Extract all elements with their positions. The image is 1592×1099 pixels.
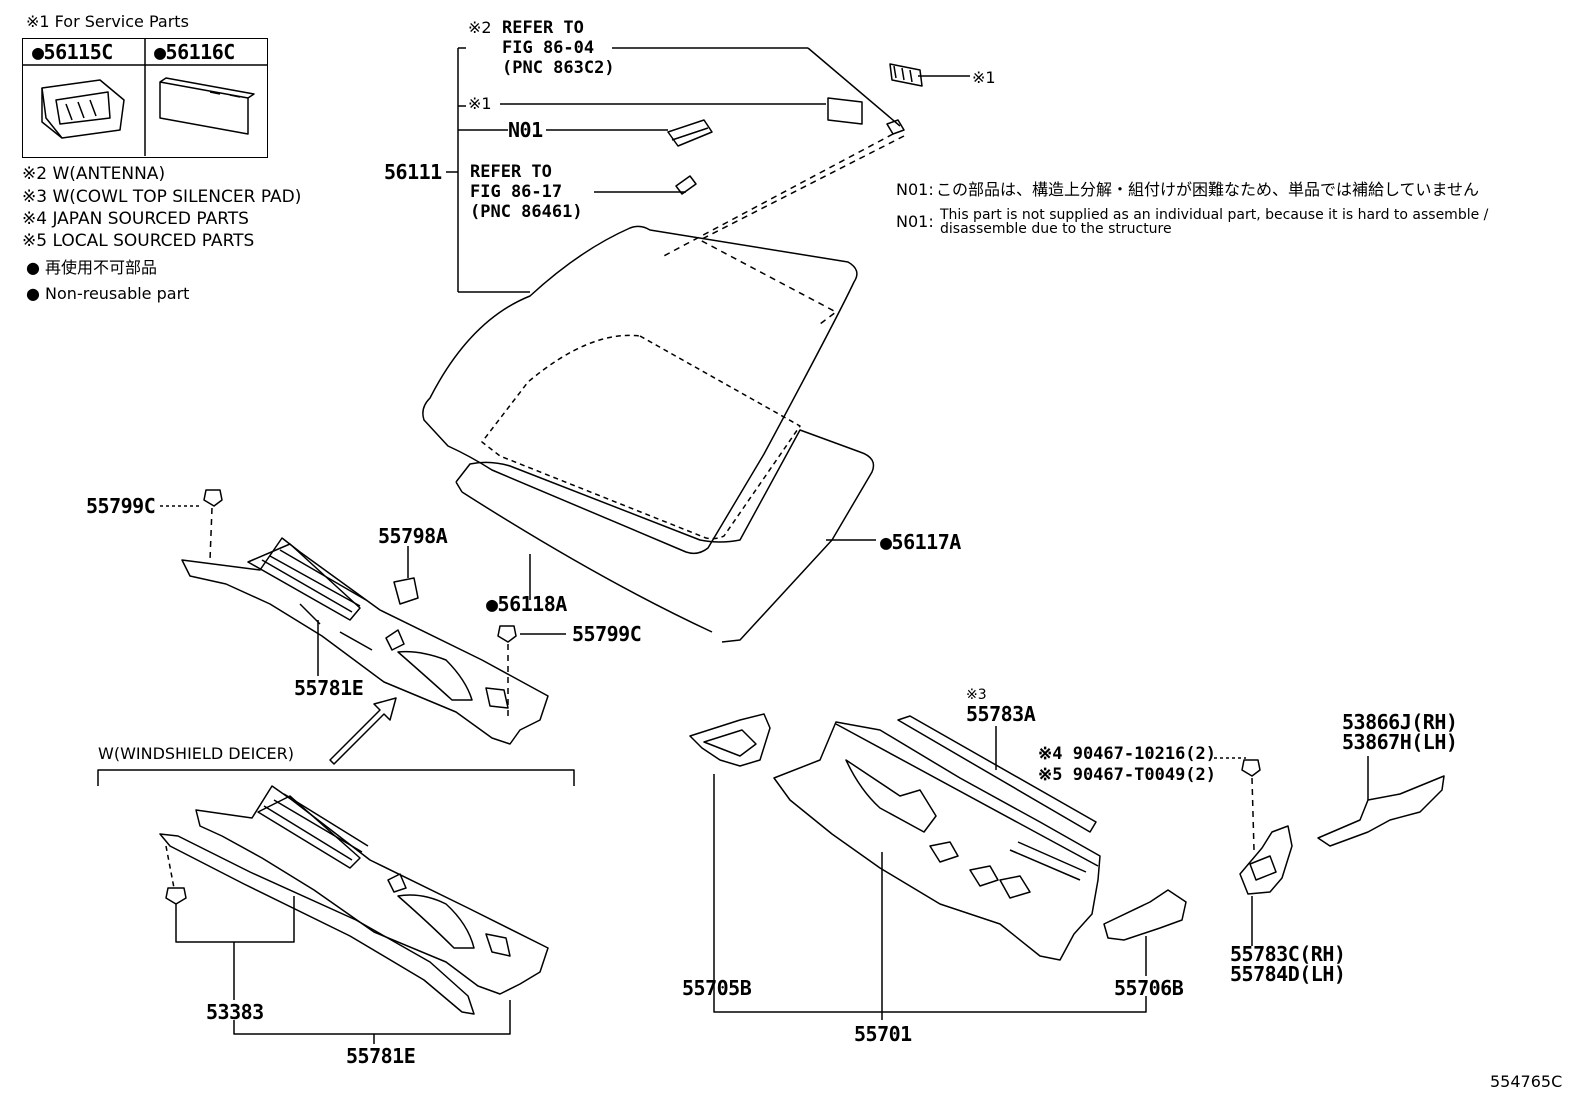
strip-56116c-drawing <box>159 77 255 135</box>
n01-en-line2: disassemble due to the structure <box>940 221 1172 237</box>
part-label-56111: 56111 <box>384 160 442 184</box>
ref1-line3: (PNC 863C2) <box>502 58 615 78</box>
nonreusable-en: ● Non-reusable part <box>26 284 190 303</box>
mark-1-right: ※1 <box>972 68 996 87</box>
windshield-glass-drawing <box>422 225 858 555</box>
part-label-56116c: ●56116C <box>154 40 235 64</box>
n01-en-line1: This part is not supplied as an individu… <box>940 207 1489 223</box>
part-label-55705b: 55705B <box>682 976 752 1000</box>
mark-1-left: ※1 <box>468 94 492 113</box>
cowl-panel-lower-drawing <box>159 785 549 1015</box>
part-label-55799c-mid: 55799C <box>572 622 642 646</box>
note-5: ※5 LOCAL SOURCED PARTS <box>22 231 255 251</box>
clip-56115c-drawing <box>41 79 125 139</box>
part-label-55783c: 55783C(RH) <box>1230 942 1346 966</box>
part-label-90467-a: ※4 90467-10216(2) <box>1038 744 1217 764</box>
seal-53866j-drawing <box>1317 775 1445 847</box>
note-4: ※4 JAPAN SOURCED PARTS <box>22 209 249 229</box>
part-label-90467-b: ※5 90467-T0049(2) <box>1038 765 1217 785</box>
ref-mark-2: ※2 <box>468 18 492 37</box>
cowl-panel-55701-drawing <box>773 721 1101 961</box>
mark-3: ※3 <box>966 687 987 703</box>
part-label-55798a: 55798A <box>378 524 448 548</box>
part-label-55783a: 55783A <box>966 702 1036 726</box>
part-label-56117a: ●56117A <box>880 530 961 554</box>
part-label-55784d: 55784D(LH) <box>1230 962 1346 986</box>
part-label-56118a: ●56118A <box>486 592 567 616</box>
windshield-molding-drawing <box>455 429 875 643</box>
n01-en-prefix: N01: <box>896 212 934 231</box>
part-label-53866j: 53866J(RH) <box>1342 710 1458 734</box>
n01-jp-prefix: N01: <box>896 180 934 199</box>
part-label-56115c: ●56115C <box>32 40 113 64</box>
nonreusable-jp: ● 再使用不可部品 <box>26 258 158 277</box>
n01-label: N01 <box>508 118 543 142</box>
n01-jp-text: この部品は、構造上分解・組付けが困難なため、単品では補給していません <box>936 180 1480 199</box>
note-3: ※3 W(COWL TOP SILENCER PAD) <box>22 187 302 207</box>
direction-arrow-icon <box>329 697 397 765</box>
part-label-55799c-left: 55799C <box>86 494 156 518</box>
ref2-line1: REFER TO <box>470 162 552 182</box>
part-label-55781e-top: 55781E <box>294 676 364 700</box>
ref1-line1: REFER TO <box>502 18 584 38</box>
part-label-55706b: 55706B <box>1114 976 1184 1000</box>
ref2-line3: (PNC 86461) <box>470 202 583 222</box>
part-label-55781e-bottom: 55781E <box>346 1044 416 1068</box>
bracket-55706b-drawing <box>1103 889 1187 941</box>
service-parts-box <box>22 38 268 158</box>
note-2: ※2 W(ANTENNA) <box>22 164 166 184</box>
bracket-55705b-drawing <box>689 713 771 767</box>
ref1-line2: FIG 86-04 <box>502 38 595 58</box>
part-label-55701: 55701 <box>854 1022 912 1046</box>
figure-id: 554765C <box>1490 1072 1563 1091</box>
part-label-53383: 53383 <box>206 1000 264 1024</box>
part-label-53867h: 53867H(LH) <box>1342 730 1458 754</box>
bracket-55783c-drawing <box>1239 825 1293 895</box>
cowl-panel-upper-drawing <box>181 537 549 745</box>
deicer-label: W(WINDSHIELD DEICER) <box>98 744 295 763</box>
service-parts-title: ※1 For Service Parts <box>26 12 189 31</box>
ref2-line2: FIG 86-17 <box>470 182 563 202</box>
